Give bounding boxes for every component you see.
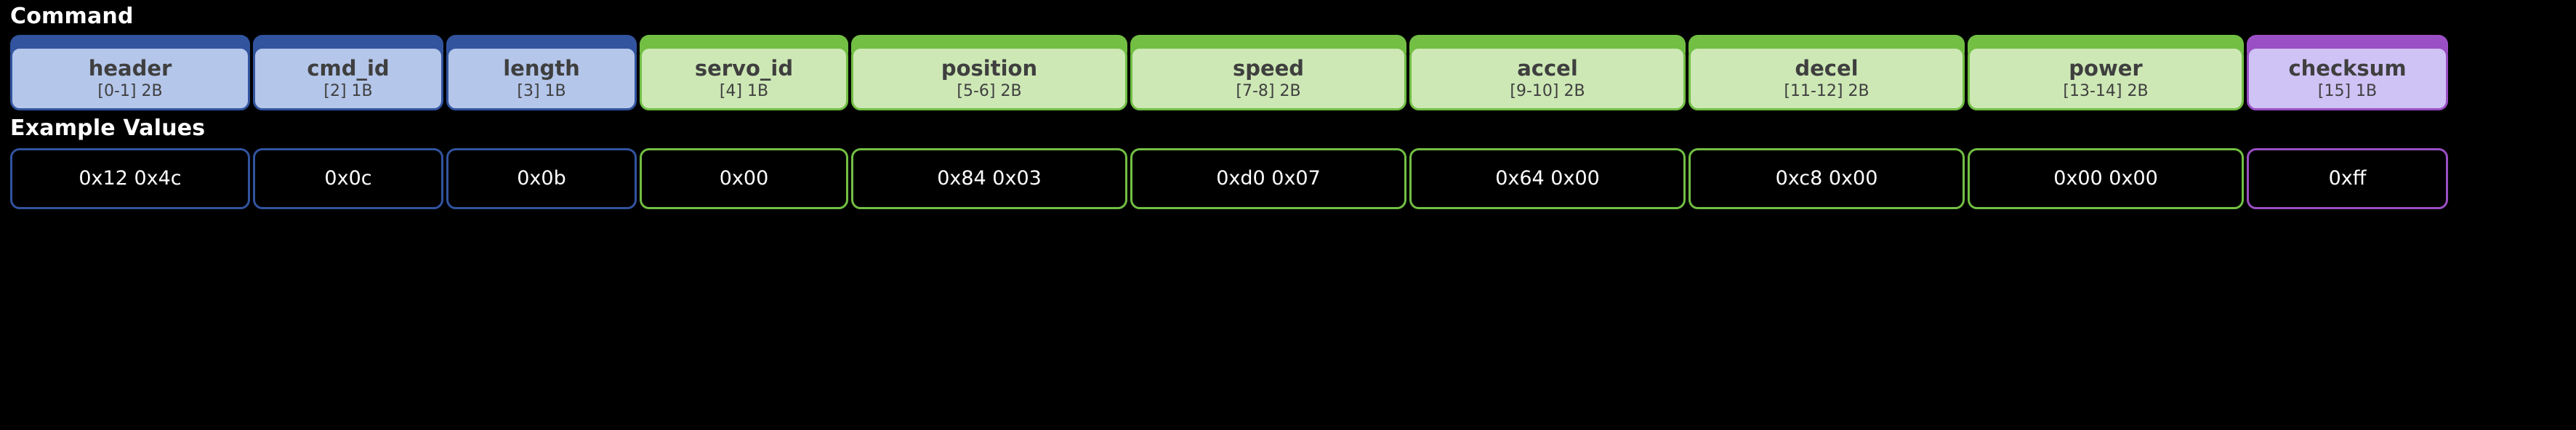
field-name-label: speed <box>1232 56 1305 81</box>
field-body-cmd_id: cmd_id[2] 1B <box>253 46 443 110</box>
field-byte-range-label: [11-12] 2B <box>1784 82 1869 100</box>
value-box-decel[interactable]: 0xc8 0x00 <box>1689 148 1965 209</box>
value-box-speed[interactable]: 0xd0 0x07 <box>1130 148 1406 209</box>
field-name-label: decel <box>1795 56 1859 81</box>
value-box-accel[interactable]: 0x64 0x00 <box>1409 148 1686 209</box>
field-byte-range-label: [5-6] 2B <box>957 82 1022 100</box>
field-byte-range-label: [4] 1B <box>719 82 769 100</box>
field-name-label: header <box>88 56 172 81</box>
field-name-label: power <box>2069 56 2143 81</box>
field-byte-range-label: [7-8] 2B <box>1236 82 1301 100</box>
field-name-label: position <box>941 56 1038 81</box>
field-name-label: checksum <box>2288 56 2407 81</box>
field-byte-range-label: [0-1] 2B <box>97 82 163 100</box>
field-header[interactable]: header[0-1] 2B <box>10 35 250 110</box>
value-box-length[interactable]: 0x0b <box>446 148 637 209</box>
field-body-servo_id: servo_id[4] 1B <box>640 46 848 110</box>
field-name-label: length <box>503 56 580 81</box>
example-values-row: 0x12 0x4c 0x0c 0x0b 0x00 0x84 0x03 0xd0 0x07 0… <box>10 148 2566 209</box>
field-name-label: cmd_id <box>307 56 390 81</box>
field-decel[interactable]: decel[11-12] 2B <box>1689 35 1965 110</box>
field-body-speed: speed[7-8] 2B <box>1130 46 1406 110</box>
command-section-title: Command <box>10 4 134 29</box>
value-text-checksum: 0xff <box>2328 167 2367 190</box>
value-text-header: 0x12 0x4c <box>79 167 182 190</box>
field-byte-range-label: [15] 1B <box>2317 82 2378 100</box>
field-name-label: accel <box>1517 56 1578 81</box>
field-body-accel: accel[9-10] 2B <box>1409 46 1686 110</box>
value-box-checksum[interactable]: 0xff <box>2247 148 2448 209</box>
field-length[interactable]: length[3] 1B <box>446 35 637 110</box>
field-byte-range-label: [3] 1B <box>517 82 566 100</box>
field-cmd_id[interactable]: cmd_id[2] 1B <box>253 35 443 110</box>
field-byte-range-label: [2] 1B <box>323 82 373 100</box>
value-box-power[interactable]: 0x00 0x00 <box>1968 148 2244 209</box>
field-body-decel: decel[11-12] 2B <box>1689 46 1965 110</box>
value-text-cmd_id: 0x0c <box>324 167 372 190</box>
example-values-section-title: Example Values <box>10 115 206 141</box>
field-name-label: servo_id <box>694 56 794 81</box>
field-power[interactable]: power[13-14] 2B <box>1968 35 2244 110</box>
value-box-servo_id[interactable]: 0x00 <box>640 148 848 209</box>
field-checksum[interactable]: checksum[15] 1B <box>2247 35 2448 110</box>
field-body-position: position[5-6] 2B <box>851 46 1127 110</box>
field-accel[interactable]: accel[9-10] 2B <box>1409 35 1686 110</box>
value-text-position: 0x84 0x03 <box>937 167 1042 190</box>
value-box-cmd_id[interactable]: 0x0c <box>253 148 443 209</box>
field-body-power: power[13-14] 2B <box>1968 46 2244 110</box>
value-text-servo_id: 0x00 <box>719 167 769 190</box>
value-text-accel: 0x64 0x00 <box>1495 167 1600 190</box>
value-box-position[interactable]: 0x84 0x03 <box>851 148 1127 209</box>
value-text-length: 0x0b <box>517 167 566 190</box>
field-body-length: length[3] 1B <box>446 46 637 110</box>
value-text-speed: 0xd0 0x07 <box>1216 167 1321 190</box>
field-byte-range-label: [9-10] 2B <box>1510 82 1585 100</box>
field-speed[interactable]: speed[7-8] 2B <box>1130 35 1406 110</box>
field-servo_id[interactable]: servo_id[4] 1B <box>640 35 848 110</box>
value-text-decel: 0xc8 0x00 <box>1775 167 1878 190</box>
field-body-header: header[0-1] 2B <box>10 46 250 110</box>
value-text-power: 0x00 0x00 <box>2053 167 2158 190</box>
field-body-checksum: checksum[15] 1B <box>2247 46 2448 110</box>
field-position[interactable]: position[5-6] 2B <box>851 35 1127 110</box>
field-byte-range-label: [13-14] 2B <box>2063 82 2149 100</box>
value-box-header[interactable]: 0x12 0x4c <box>10 148 250 209</box>
